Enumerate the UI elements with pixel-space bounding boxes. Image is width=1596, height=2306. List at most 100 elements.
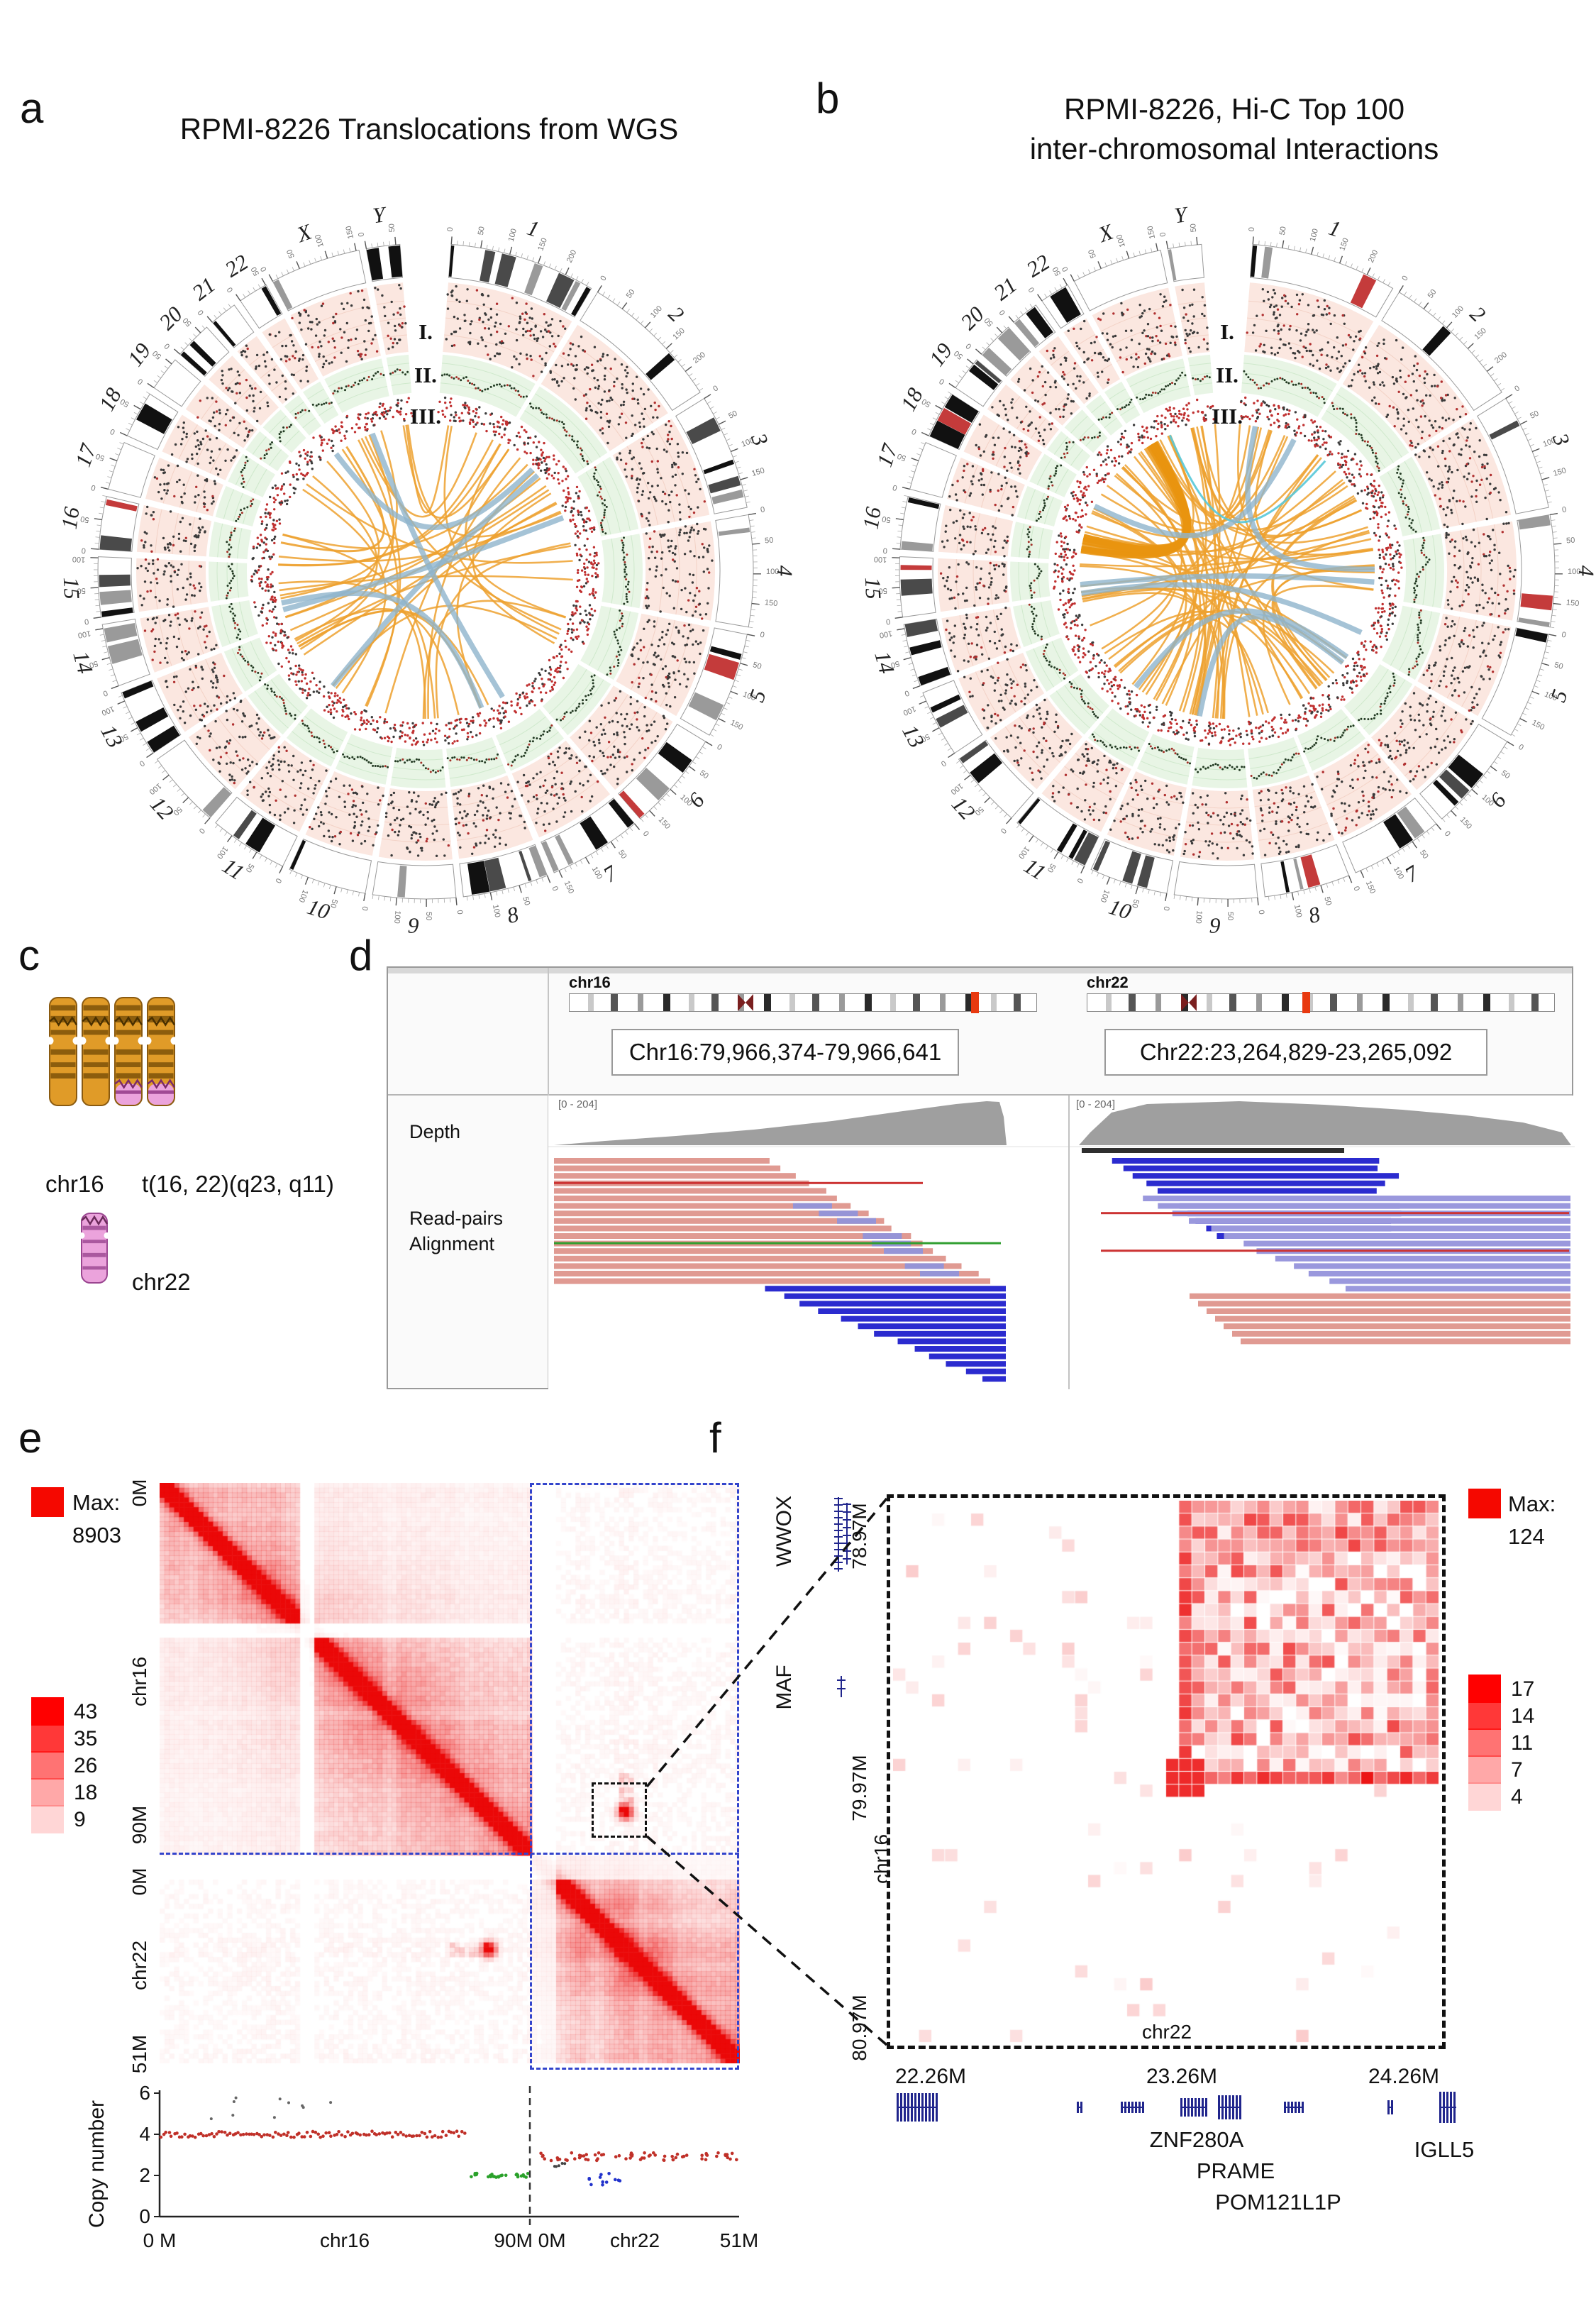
panel-c-letter: c bbox=[18, 932, 40, 979]
svg-text:100: 100 bbox=[507, 228, 519, 243]
e-max-label: Max: bbox=[72, 1490, 121, 1515]
svg-text:50: 50 bbox=[1553, 661, 1564, 671]
cn-xtick-chr22: chr22 bbox=[609, 2229, 660, 2251]
svg-text:5: 5 bbox=[1546, 686, 1573, 705]
svg-text:150: 150 bbox=[728, 719, 744, 732]
svg-text:50: 50 bbox=[119, 397, 131, 408]
svg-text:22: 22 bbox=[221, 249, 253, 282]
f-max-swatch bbox=[1468, 1489, 1501, 1518]
igv-panel: chr16 chr22 Chr16:79,966,374-79,966,641 … bbox=[387, 966, 1575, 1389]
svg-text:150: 150 bbox=[536, 237, 549, 252]
cn-ytick-4: 4 bbox=[139, 2123, 150, 2145]
cn-ytick-0: 0 bbox=[139, 2205, 150, 2227]
svg-text:2: 2 bbox=[1465, 302, 1491, 327]
karyotype-chr22-label: chr22 bbox=[132, 1269, 191, 1295]
svg-text:4: 4 bbox=[772, 566, 797, 577]
svg-text:200: 200 bbox=[692, 351, 707, 365]
svg-text:200: 200 bbox=[1493, 351, 1509, 365]
svg-text:0: 0 bbox=[273, 877, 282, 885]
igv-chr16-ideogram bbox=[569, 992, 1037, 1013]
svg-text:50: 50 bbox=[244, 862, 256, 874]
gene-label-znf280a: ZNF280A bbox=[1149, 2127, 1244, 2152]
svg-text:0: 0 bbox=[357, 231, 366, 237]
svg-text:50: 50 bbox=[625, 288, 637, 300]
chr22-columns-highlight bbox=[530, 1483, 739, 2070]
f-max-value: 124 bbox=[1508, 1524, 1545, 1549]
chr-boundary-line bbox=[160, 1853, 739, 1855]
cn-xtick-51m: 51M bbox=[719, 2229, 759, 2251]
svg-text:8: 8 bbox=[504, 901, 521, 928]
readpairs-track-label-2: Alignment bbox=[409, 1233, 495, 1254]
centromere-icon bbox=[745, 994, 753, 1011]
f-scale-swatch-3 bbox=[1468, 1755, 1501, 1784]
igv-chr22-ideogram bbox=[1087, 992, 1555, 1013]
svg-text:0: 0 bbox=[163, 341, 172, 351]
svg-text:150: 150 bbox=[1338, 237, 1351, 252]
region-label-chr16: Chr16:79,966,374-79,966,641 bbox=[611, 1029, 959, 1076]
svg-text:21: 21 bbox=[187, 272, 220, 306]
f-coltick-2326: 23.26M bbox=[1146, 2065, 1218, 2088]
svg-text:100: 100 bbox=[1568, 568, 1580, 576]
svg-text:50: 50 bbox=[151, 348, 163, 360]
svg-text:50: 50 bbox=[616, 849, 628, 861]
e-axis-51m: 51M bbox=[128, 2034, 150, 2074]
svg-text:3: 3 bbox=[1548, 429, 1575, 449]
svg-text:0: 0 bbox=[138, 758, 146, 768]
svg-text:100: 100 bbox=[297, 888, 310, 903]
f-scale-value-3: 7 bbox=[1511, 1758, 1523, 1782]
svg-text:150: 150 bbox=[1473, 326, 1488, 341]
locus-marker-chr22 bbox=[1302, 992, 1310, 1013]
e-axis-chr16: chr16 bbox=[128, 1656, 150, 1707]
svg-text:50: 50 bbox=[88, 659, 99, 670]
svg-text:50: 50 bbox=[424, 912, 433, 920]
e-axis-0m-top: 0M bbox=[128, 1479, 150, 1507]
svg-text:3: 3 bbox=[746, 429, 774, 449]
svg-text:100: 100 bbox=[77, 629, 92, 639]
svg-text:9: 9 bbox=[407, 913, 419, 939]
svg-text:50: 50 bbox=[1500, 768, 1512, 780]
svg-text:0: 0 bbox=[196, 308, 206, 316]
panel-a-letter: a bbox=[20, 84, 44, 132]
coverage-range-chr16: [0 - 204] bbox=[558, 1098, 598, 1110]
panel-f-letter: f bbox=[709, 1414, 721, 1462]
svg-text:0: 0 bbox=[90, 482, 96, 492]
svg-text:1: 1 bbox=[524, 215, 542, 242]
panel-e-letter: e bbox=[18, 1414, 43, 1462]
svg-text:0: 0 bbox=[711, 384, 720, 393]
cn-ytick-6: 6 bbox=[139, 2082, 150, 2104]
e-max-swatch bbox=[31, 1487, 64, 1517]
e-scale-value-0: 43 bbox=[74, 1700, 98, 1723]
panel-b-title-line1: RPMI-8226, Hi-C Top 100 bbox=[1063, 92, 1405, 126]
igv-alignment-view bbox=[548, 1096, 1575, 1389]
f-scale-value-1: 14 bbox=[1511, 1704, 1535, 1728]
svg-text:0: 0 bbox=[1513, 384, 1522, 393]
e-scale-value-2: 26 bbox=[74, 1754, 98, 1777]
coverage-range-chr22: [0 - 204] bbox=[1076, 1098, 1116, 1110]
svg-text:18: 18 bbox=[94, 383, 126, 414]
svg-text:100: 100 bbox=[766, 568, 779, 576]
gene-label-pom121l1p: POM121L1P bbox=[1215, 2190, 1341, 2214]
f-scale-swatch-1 bbox=[1468, 1701, 1501, 1730]
svg-text:100: 100 bbox=[491, 904, 501, 918]
svg-text:0: 0 bbox=[1561, 631, 1566, 640]
e-scale-swatch-3 bbox=[31, 1778, 64, 1806]
svg-text:0: 0 bbox=[550, 885, 559, 892]
svg-text:150: 150 bbox=[563, 880, 575, 895]
hic-zoom-matrix bbox=[893, 1501, 1439, 2043]
cn-xtick-0m: 0 M bbox=[143, 2229, 177, 2251]
svg-text:50: 50 bbox=[94, 451, 106, 462]
svg-text:50: 50 bbox=[77, 586, 86, 595]
svg-text:50: 50 bbox=[521, 895, 531, 906]
igv-chr16-tab: chr16 bbox=[569, 973, 611, 991]
locus-marker-chr16 bbox=[970, 992, 979, 1013]
svg-text:100: 100 bbox=[314, 233, 326, 248]
svg-text:0: 0 bbox=[446, 227, 455, 232]
svg-text:150: 150 bbox=[345, 225, 356, 239]
svg-text:0: 0 bbox=[109, 426, 117, 436]
svg-text:I.: I. bbox=[419, 319, 433, 344]
svg-text:150: 150 bbox=[657, 815, 672, 831]
svg-text:Y: Y bbox=[371, 202, 388, 228]
svg-text:50: 50 bbox=[118, 732, 129, 744]
